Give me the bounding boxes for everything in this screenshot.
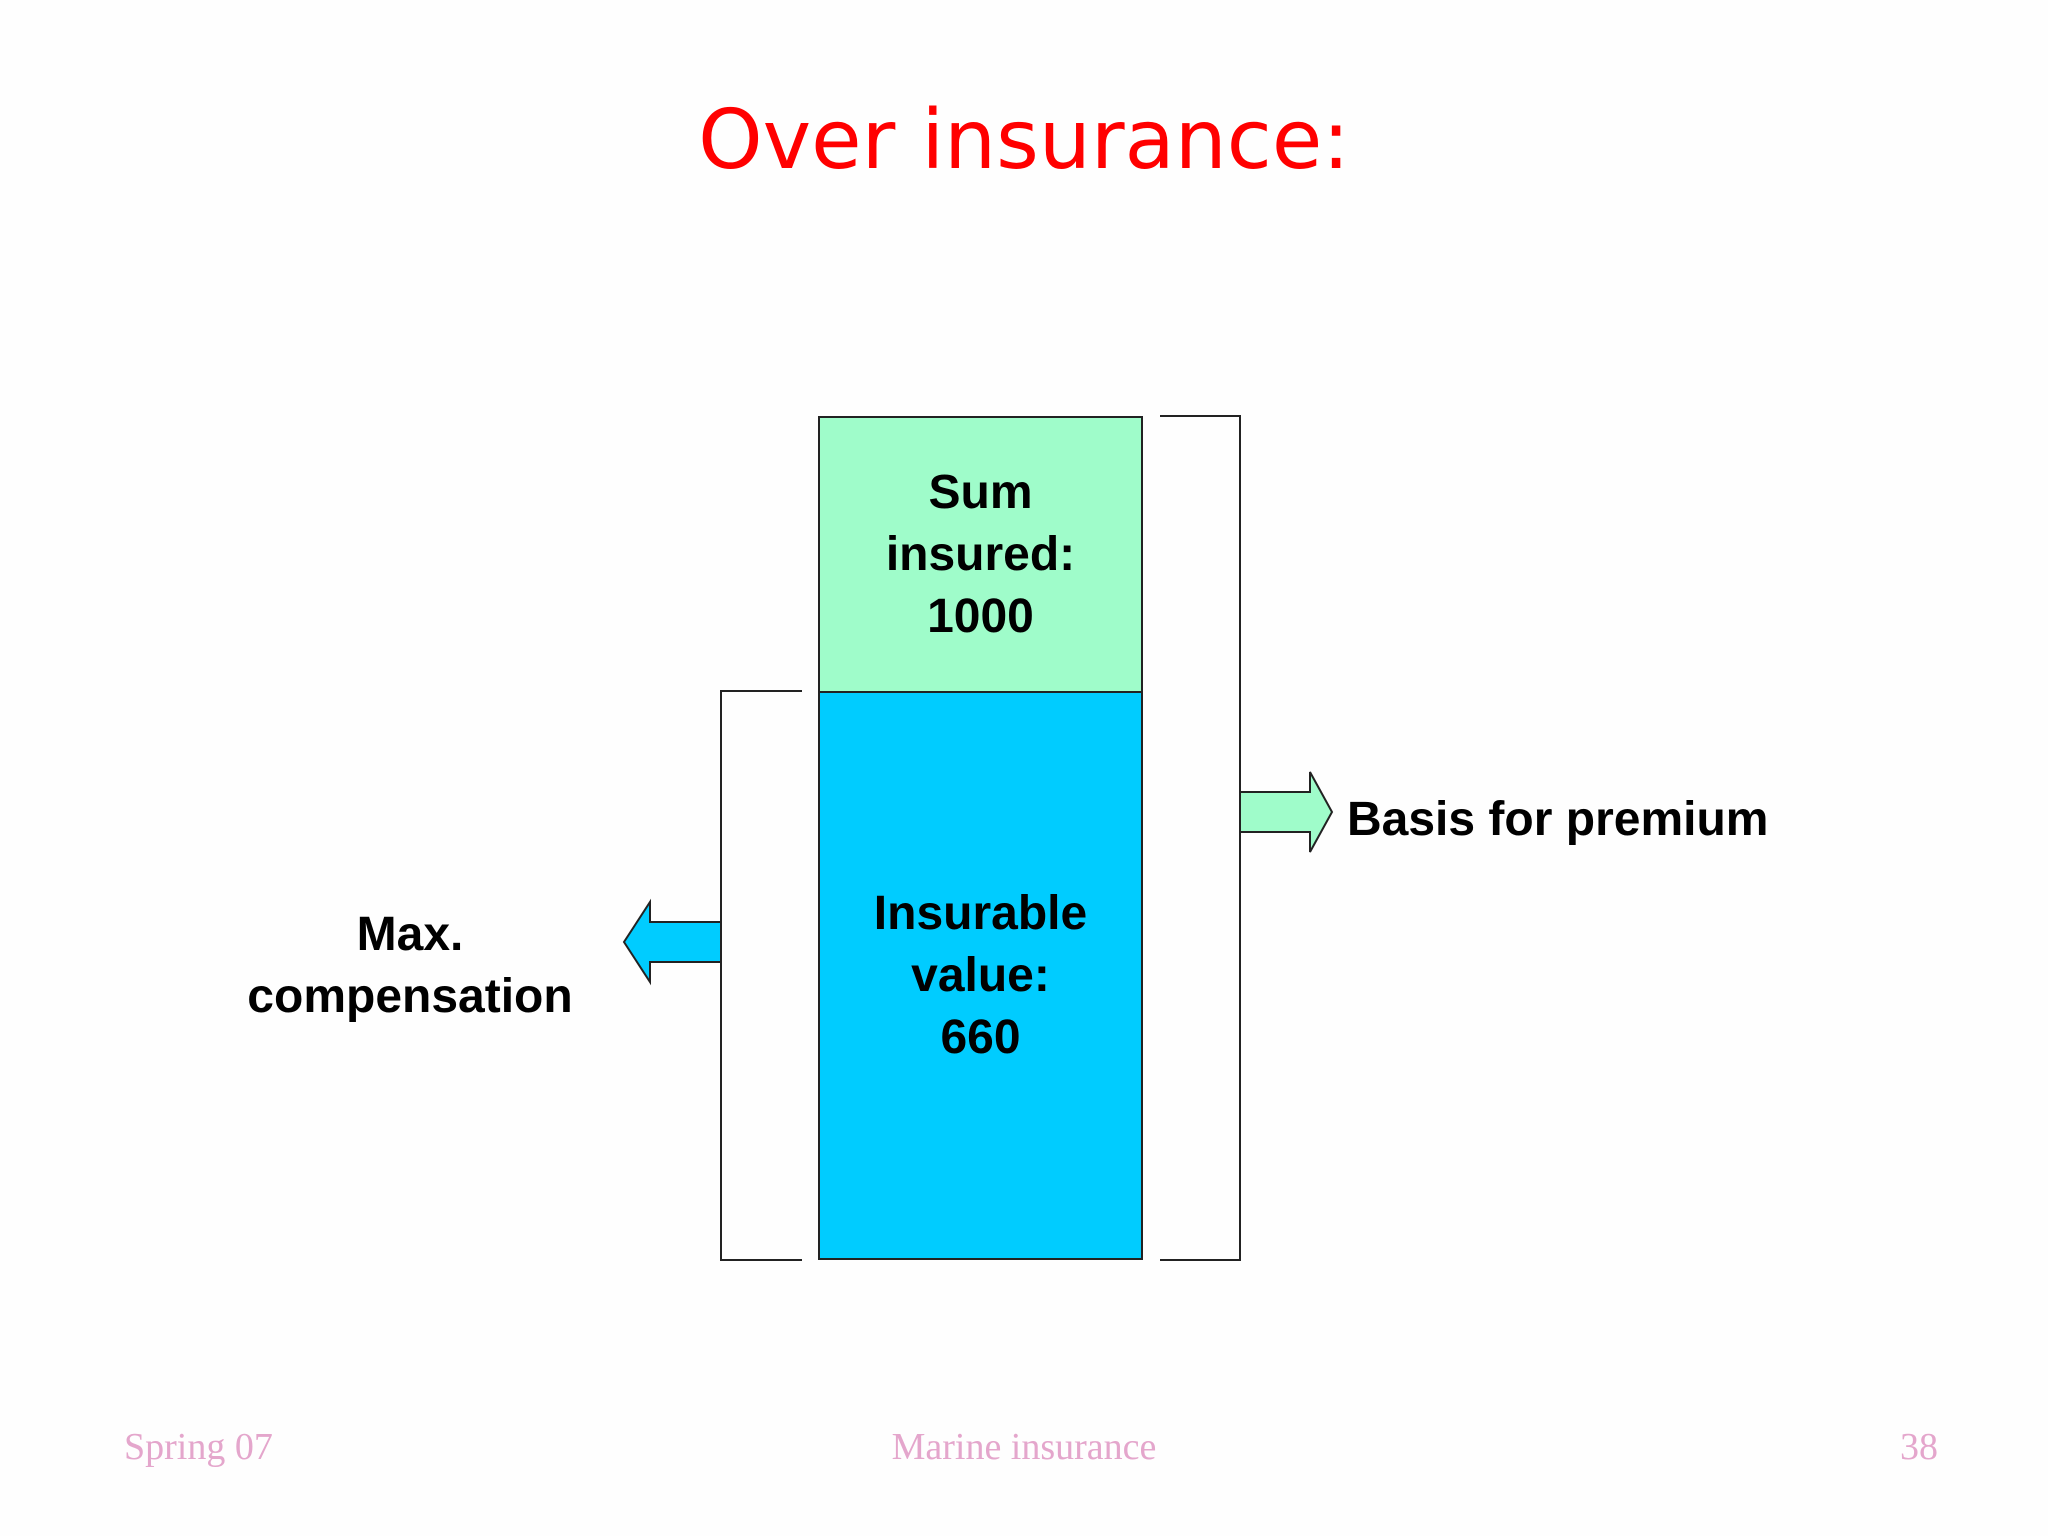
slide-title: Over insurance:	[698, 93, 1350, 188]
footer-date: Spring 07	[124, 1426, 273, 1468]
insurable-value-box: Insurable value: 660	[818, 691, 1143, 1260]
premium-basis-label: Basis for premium	[1347, 793, 1769, 846]
premium-arrow	[1239, 771, 1334, 853]
footer-topic: Marine insurance	[891, 1426, 1157, 1468]
max-compensation-label: Max. compensation	[247, 908, 573, 1023]
insurable-value-bracket	[720, 690, 802, 1261]
sum-insured-box: Sum insured: 1000	[818, 416, 1143, 693]
compensation-arrow	[622, 898, 722, 986]
footer-page-number: 38	[1900, 1426, 1938, 1468]
sum-insured-bracket	[1160, 415, 1241, 1261]
